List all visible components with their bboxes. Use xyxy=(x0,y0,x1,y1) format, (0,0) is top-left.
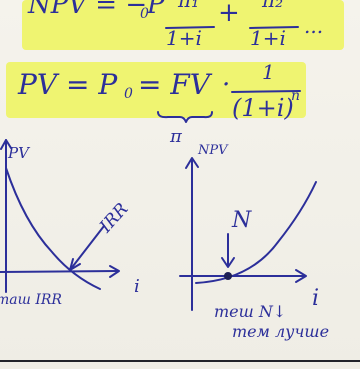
right-y-axis-arrow xyxy=(185,157,199,169)
left-irr-pointer-head xyxy=(69,258,81,271)
pv-under-fv-pi: π xyxy=(170,126,182,147)
npv-term1-numerator: π₁ xyxy=(178,0,200,12)
pv-exponent: n xyxy=(291,88,301,104)
npv-term2-denominator: 1+i xyxy=(250,26,286,50)
left-x-label: i xyxy=(134,276,140,297)
left-y-label: PV xyxy=(8,144,29,162)
highlight-top-formula xyxy=(22,0,344,50)
pv-frac-denominator: (1+i) xyxy=(232,94,294,122)
npv-ellipsis: ... xyxy=(304,14,324,38)
pv-frac-numerator: 1 xyxy=(262,60,275,84)
right-caption-line2: тем лучше xyxy=(232,322,330,341)
left-y-axis-arrow xyxy=(0,139,12,150)
npv-term2-fraction-bar xyxy=(249,26,299,29)
left-x-axis-arrow xyxy=(109,265,120,278)
left-caption: таш IRR xyxy=(0,292,62,308)
pv-eq-fv: = FV xyxy=(138,68,211,101)
npv-plus: + xyxy=(218,0,240,28)
pv-fv-underbrace xyxy=(157,111,213,123)
pv-dot: · xyxy=(222,70,231,100)
right-n-pointer-head xyxy=(221,257,235,268)
pv-fraction-bar xyxy=(231,90,301,93)
pv-formula-lhs: PV = P xyxy=(18,68,118,101)
npv-p0-subscript: 0 xyxy=(140,6,149,22)
right-intersection-point xyxy=(224,272,232,280)
npv-term1-denominator: 1+i xyxy=(166,26,202,50)
right-x-label: i xyxy=(312,286,320,311)
right-y-label: NPV xyxy=(198,143,228,158)
right-caption-line1: теш N↓ xyxy=(214,302,287,321)
left-irr-pointer xyxy=(69,225,105,271)
right-x-axis-arrow xyxy=(295,269,307,283)
right-n-label: N xyxy=(232,208,252,233)
highlight-pv-formula xyxy=(6,62,306,118)
right-curve xyxy=(195,181,317,284)
page-bottom-line xyxy=(0,360,360,362)
npv-formula-lhs: NPV = −P xyxy=(28,0,165,20)
pv-p0-subscript: 0 xyxy=(124,86,133,102)
left-curve xyxy=(5,167,101,290)
npv-term1-fraction-bar xyxy=(165,26,215,29)
left-x-axis xyxy=(0,270,119,273)
npv-term2-numerator: π₂ xyxy=(262,0,284,12)
